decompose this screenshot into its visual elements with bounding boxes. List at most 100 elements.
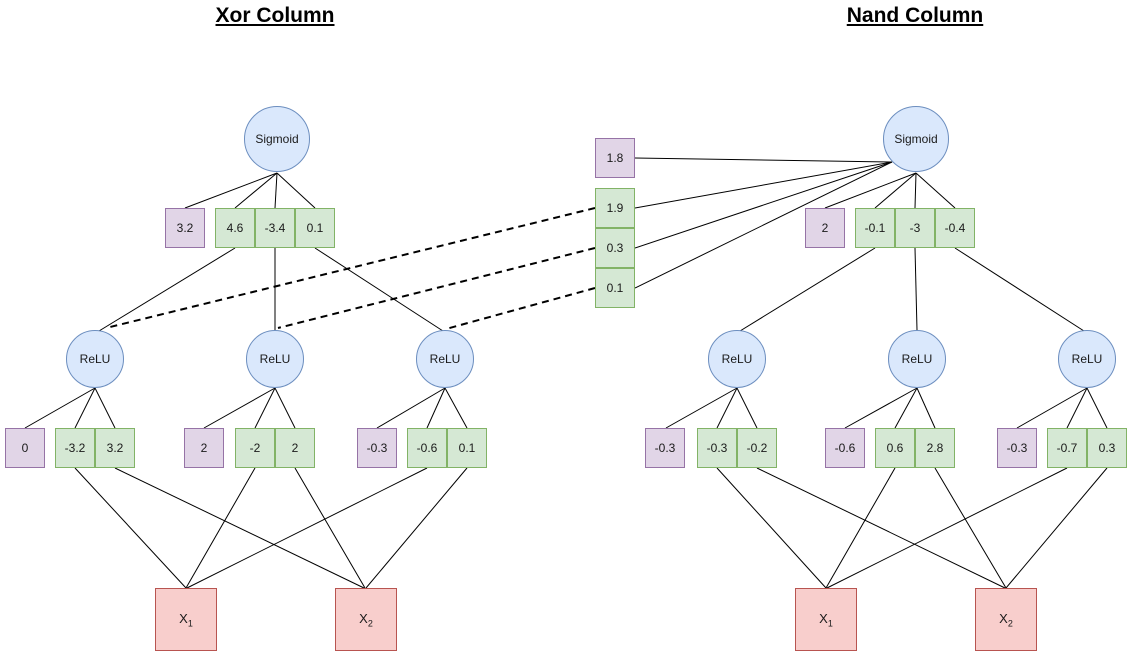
edge-nand-w-x2c (1005, 467, 1108, 589)
edge-xor-relu2-w2 (274, 387, 296, 429)
edge-nand-w3-relu3 (954, 247, 1085, 332)
edge-shared-w2-sigmoid (634, 161, 893, 249)
xor-hidden-node-3: ReLU (416, 330, 474, 388)
edge-shared-w1-sigmoid (634, 161, 893, 209)
shared-weight-box-1: 1.9 (595, 188, 635, 228)
xor-output-weight-box-2: -3.4 (255, 208, 295, 248)
nand-hidden-bias-box-2: -0.6 (825, 428, 865, 468)
nand-input-x1: X1 (795, 588, 857, 651)
nand-hidden-weight-box-3a: -0.7 (1047, 428, 1087, 468)
edge-nand-w-x1c (826, 467, 1068, 589)
xor-hidden-weight-box-3b: 0.1 (447, 428, 487, 468)
nand-hidden-weight-box-2a: 0.6 (875, 428, 915, 468)
edge-nand-w-x2a (756, 467, 1006, 589)
edge-xor-relu2-w1 (254, 387, 276, 429)
edge-shared-bias-sigmoid (634, 157, 893, 163)
nand-output-node-label: Sigmoid (894, 132, 938, 146)
xor-hidden-bias-box-3: -0.3 (357, 428, 397, 468)
edge-xor-relu3-w1 (426, 387, 446, 429)
edge-xor-w-x1c (186, 467, 428, 589)
nand-hidden-weight-box-1b: -0.2 (737, 428, 777, 468)
edge-nand-sigmoid-w2 (914, 172, 917, 209)
edge-xor-w-x1b (185, 467, 256, 589)
nand-output-weight-box-1: -0.1 (855, 208, 895, 248)
xor-hidden-node-2-label: ReLU (259, 352, 291, 366)
shared-weight-box-2: 0.3 (595, 228, 635, 268)
nand-column-title: Nand Column (846, 4, 984, 27)
edge-nand-w-x2b (934, 467, 1007, 589)
edge-nand-relu1-w1 (716, 387, 738, 429)
shared-bias-box: 1.8 (595, 138, 635, 178)
edge-xor-w3-relu3 (314, 247, 444, 332)
nand-output-weight-box-3: -0.4 (935, 208, 975, 248)
xor-input-x1: X1 (155, 588, 217, 651)
edge-xor-w-x2c (365, 467, 468, 589)
xor-hidden-node-1: ReLU (66, 330, 124, 388)
edge-nand-w2-relu2 (914, 247, 918, 331)
edge-nand-relu3-w1 (1066, 387, 1088, 429)
edge-nand-sigmoid-w3 (915, 172, 956, 209)
edge-xor-relu3-bias (376, 387, 446, 429)
edge-nand-relu3-bias (1016, 387, 1088, 429)
edge-nand-w1-relu1 (739, 247, 876, 332)
xor-output-bias-box: 3.2 (165, 208, 205, 248)
xor-input-x2-label: X2 (359, 610, 373, 629)
nand-output-weight-box-2: -3 (895, 208, 935, 248)
edge-nand-w-x1b (825, 467, 896, 589)
xor-output-node-label: Sigmoid (255, 132, 299, 146)
xor-hidden-bias-box-2: 2 (184, 428, 224, 468)
edge-xor-relu1-w2 (94, 387, 116, 429)
edge-xor-w-x2b (294, 467, 366, 589)
edge-nand-relu1-bias (665, 387, 738, 429)
edge-xor-relu3-w2 (444, 387, 468, 429)
nand-hidden-bias-box-1: -0.3 (645, 428, 685, 468)
edge-xor-relu2-bias (203, 387, 276, 429)
edge-nand-relu2-w2 (916, 387, 936, 429)
nand-hidden-bias-box-3: -0.3 (997, 428, 1037, 468)
xor-hidden-node-2: ReLU (246, 330, 304, 388)
xor-hidden-node-3-label: ReLU (429, 352, 461, 366)
xor-input-x1-label: X1 (179, 610, 193, 629)
edge-xor-sigmoid-w2 (274, 172, 278, 209)
nand-hidden-node-2-label: ReLU (901, 352, 933, 366)
nand-hidden-node-3: ReLU (1058, 330, 1116, 388)
edge-nand-relu2-w1 (894, 387, 918, 429)
edge-xor-w1-relu1 (98, 247, 236, 332)
edge-nand-relu3-w2 (1086, 387, 1108, 429)
xor-output-node: Sigmoid (244, 106, 310, 172)
nand-hidden-weight-box-3b: 0.3 (1087, 428, 1127, 468)
nand-hidden-node-3-label: ReLU (1071, 352, 1103, 366)
shared-weight-box-3: 0.1 (595, 268, 635, 308)
nand-input-x2-label: X2 (999, 610, 1013, 629)
xor-hidden-weight-box-1a: -3.2 (55, 428, 95, 468)
edge-nand-sigmoid-w1 (874, 172, 917, 209)
xor-hidden-weight-box-2b: 2 (275, 428, 315, 468)
edge-xor-sigmoid-w1 (234, 172, 278, 209)
dashed-edges (105, 207, 596, 330)
edge-xor-sigmoid-bias (184, 172, 278, 209)
xor-column-title: Xor Column (215, 4, 335, 27)
nand-hidden-node-2: ReLU (888, 330, 946, 388)
solid-edges (24, 157, 1108, 589)
dashed-edge-shared-w2-xor-relu2 (277, 247, 596, 329)
dashed-edge-shared-w3-xor-relu3 (445, 287, 596, 330)
edge-nand-w-x1a (716, 467, 827, 589)
nand-output-node: Sigmoid (883, 106, 949, 172)
nand-output-bias-box: 2 (805, 208, 845, 248)
edge-xor-w-x2a (114, 467, 365, 589)
edge-xor-w-x1a (74, 467, 187, 589)
xor-output-weight-box-1: 4.6 (215, 208, 255, 248)
edge-xor-sigmoid-w3 (276, 172, 316, 209)
xor-hidden-weight-box-1b: 3.2 (95, 428, 135, 468)
edge-nand-relu1-w2 (736, 387, 758, 429)
nand-input-x1-label: X1 (819, 610, 833, 629)
edge-xor-relu1-w1 (74, 387, 96, 429)
nand-hidden-weight-box-2b: 2.8 (915, 428, 955, 468)
xor-output-weight-box-3: 0.1 (295, 208, 335, 248)
edge-nand-sigmoid-bias (824, 172, 917, 209)
nand-hidden-node-1-label: ReLU (721, 352, 753, 366)
nand-input-x2: X2 (975, 588, 1037, 651)
xor-input-x2: X2 (335, 588, 397, 651)
